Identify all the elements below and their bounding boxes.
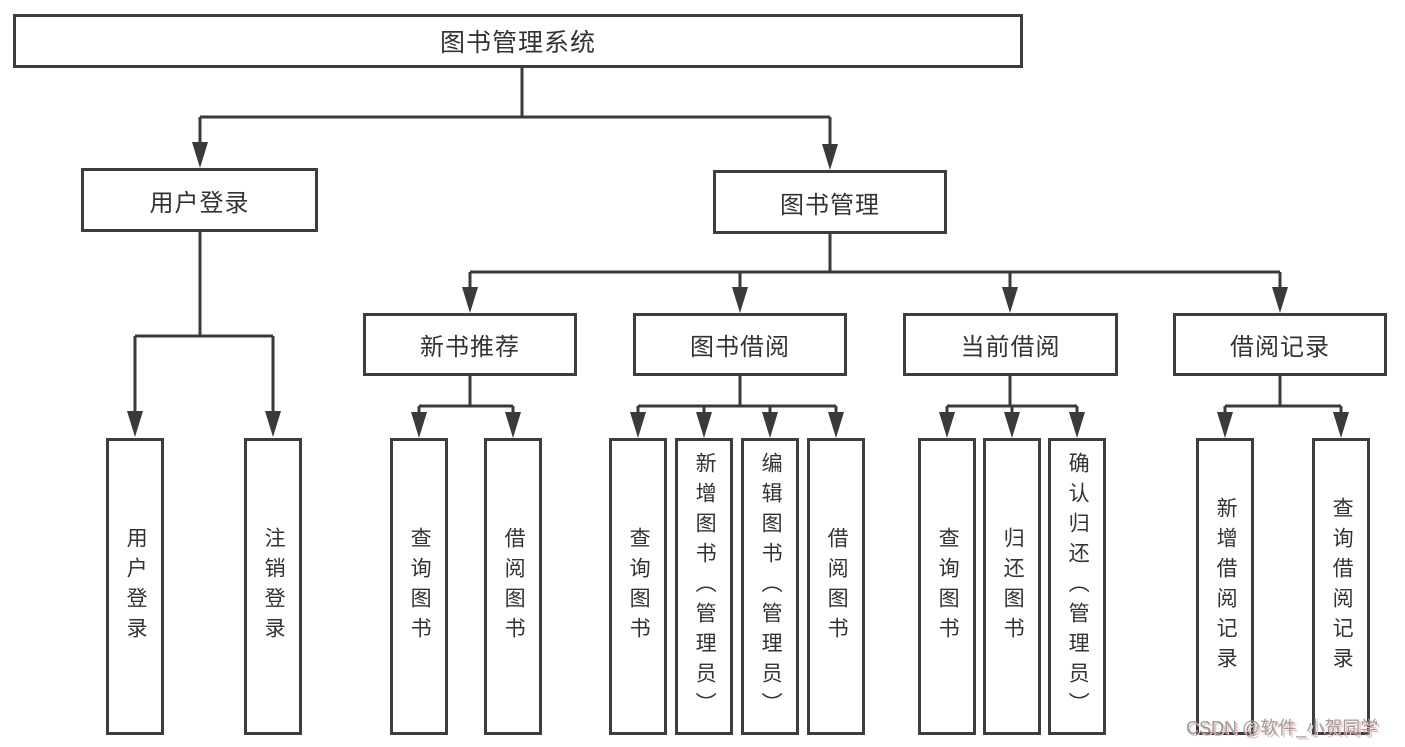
leaf-borrow-books-recommend: 借阅图书: [484, 438, 542, 735]
arrowheads: [127, 142, 1349, 438]
node-label: 当前借阅: [960, 334, 1061, 361]
node-label: 注销登录: [262, 526, 286, 647]
node-label: 查询借阅记录: [1330, 496, 1354, 677]
node-label: 查询图书: [936, 526, 960, 647]
node-book-management: 图书管理: [713, 170, 947, 234]
node-label: 借阅图书: [825, 526, 849, 647]
node-label: 查询图书: [627, 526, 651, 647]
node-label: 用户登录: [124, 526, 148, 647]
node-label: 用户登录: [149, 189, 250, 217]
leaf-user-login: 用户登录: [106, 438, 164, 735]
node-label: 借阅图书: [502, 526, 526, 647]
node-new-book-recommendation: 新书推荐: [363, 313, 577, 376]
node-label: 图书管理: [780, 191, 880, 219]
watermark: CSDN @软件_小贺同学: [1186, 718, 1379, 738]
leaf-add-book-admin: 新增图书（管理员）: [675, 438, 733, 735]
leaf-edit-book-admin: 编辑图书（管理员）: [741, 438, 799, 735]
leaf-query-borrow-record: 查询借阅记录: [1312, 438, 1370, 735]
node-borrowing-records: 借阅记录: [1173, 313, 1387, 376]
node-book-borrowing: 图书借阅: [633, 313, 847, 376]
leaf-add-borrow-record: 新增借阅记录: [1196, 438, 1254, 735]
node-user-login: 用户登录: [81, 168, 318, 232]
node-label: 借阅记录: [1230, 334, 1330, 361]
leaf-confirm-return-admin: 确认归还（管理员）: [1048, 438, 1106, 735]
node-label: 新书推荐: [420, 334, 520, 361]
node-label: 归还图书: [1001, 526, 1025, 647]
node-label: 查询图书: [408, 526, 432, 647]
node-label: 新增图书（管理员）: [693, 451, 717, 722]
leaf-return-book: 归还图书: [983, 438, 1041, 735]
node-label: 图书借阅: [690, 334, 790, 361]
leaf-logout: 注销登录: [244, 438, 302, 735]
leaf-query-books-recommend: 查询图书: [390, 438, 448, 735]
leaf-query-books-borrow: 查询图书: [609, 438, 667, 735]
node-library-management-system: 图书管理系统: [13, 14, 1023, 68]
leaf-borrow-books-borrow: 借阅图书: [807, 438, 865, 735]
node-label: 图书管理系统: [439, 29, 596, 57]
leaf-query-books-current: 查询图书: [918, 438, 976, 735]
node-label: 新增借阅记录: [1214, 496, 1238, 677]
node-current-borrowing: 当前借阅: [903, 313, 1118, 376]
node-label: 编辑图书（管理员）: [759, 451, 783, 722]
node-label: 确认归还（管理员）: [1066, 451, 1090, 722]
